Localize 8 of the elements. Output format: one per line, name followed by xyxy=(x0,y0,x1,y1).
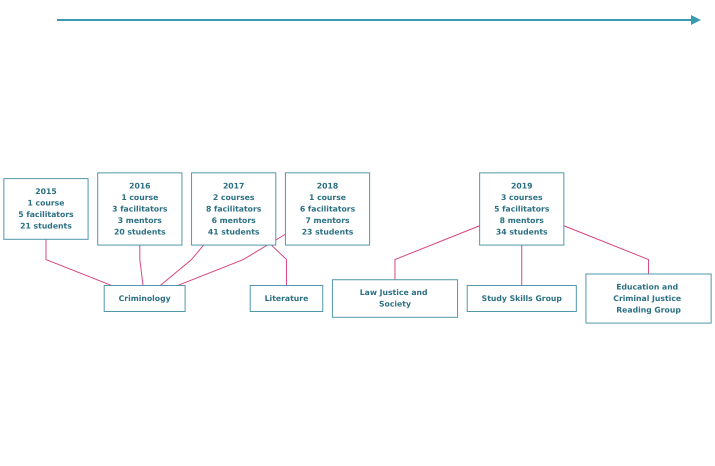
connector xyxy=(394,225,480,280)
connector xyxy=(45,238,112,286)
connector xyxy=(139,244,144,286)
connector xyxy=(563,225,650,274)
connector xyxy=(177,234,286,286)
connector xyxy=(521,244,522,286)
connector xyxy=(270,244,287,286)
connector xyxy=(160,244,204,286)
